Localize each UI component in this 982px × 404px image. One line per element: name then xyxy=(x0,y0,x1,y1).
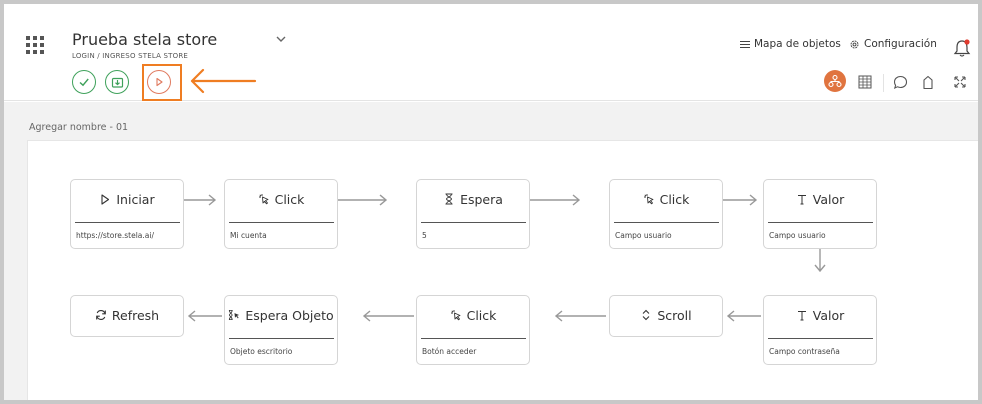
tag-button[interactable] xyxy=(918,72,938,92)
node-subtitle: Campo usuario xyxy=(615,231,672,240)
gear-icon xyxy=(850,40,859,48)
node-title: Iniciar xyxy=(116,191,155,207)
table-grid-icon xyxy=(858,75,872,89)
chevron-down-icon[interactable] xyxy=(274,32,288,46)
connector-arrow xyxy=(187,310,222,322)
flow-node-wait-object[interactable]: Espera Objeto Objeto escritorio xyxy=(224,295,338,365)
pointer-click-icon xyxy=(258,193,270,205)
up-down-chevron-icon xyxy=(640,309,652,321)
comments-button[interactable] xyxy=(890,72,910,92)
toolbar-divider xyxy=(883,74,884,92)
node-divider xyxy=(614,222,719,223)
wait-object-icon xyxy=(228,309,240,321)
node-title: Refresh xyxy=(111,307,160,323)
connector-arrow xyxy=(723,194,758,206)
node-subtitle: Objeto escritorio xyxy=(230,347,293,356)
connector-arrow xyxy=(184,194,217,206)
objects-map-link[interactable]: Mapa de objetos xyxy=(740,38,841,50)
node-title: Scroll xyxy=(657,307,692,323)
annotation-arrow-icon xyxy=(190,68,257,94)
node-title: Click xyxy=(659,191,690,207)
run-button[interactable] xyxy=(147,70,171,94)
view-toolbar xyxy=(4,70,978,96)
play-icon xyxy=(156,77,163,87)
connector-arrow xyxy=(726,310,761,322)
fullscreen-button[interactable] xyxy=(950,72,970,92)
apps-grid-icon[interactable] xyxy=(26,36,44,54)
node-divider xyxy=(229,222,334,223)
pointer-click-icon xyxy=(643,193,655,205)
connector-arrow xyxy=(530,194,581,206)
top-links: Mapa de objetos Configuración xyxy=(4,38,978,58)
node-divider xyxy=(768,338,873,339)
table-view-button[interactable] xyxy=(855,72,875,92)
hourglass-icon xyxy=(443,193,455,205)
connector-arrow xyxy=(362,310,414,322)
validate-button[interactable] xyxy=(72,70,96,94)
flow-node-click[interactable]: Click Botón acceder xyxy=(416,295,530,365)
breadcrumb: LOGIN / INGRESO STELA STORE xyxy=(72,52,189,60)
node-divider xyxy=(768,222,873,223)
node-title: Valor xyxy=(812,307,845,323)
section-label: Agregar nombre - 01 xyxy=(29,122,129,133)
check-icon xyxy=(79,78,89,87)
flow-node-click[interactable]: Click Campo usuario xyxy=(609,179,723,249)
node-title: Valor xyxy=(812,191,845,207)
configuration-link[interactable]: Configuración xyxy=(849,38,937,50)
node-title: Click xyxy=(466,307,497,323)
expand-arrows-icon xyxy=(954,76,966,88)
flow-node-refresh[interactable]: Refresh xyxy=(70,295,184,337)
configuration-label: Configuración xyxy=(864,38,937,50)
flow-node-start[interactable]: Iniciar https://store.stela.ai/ xyxy=(70,179,184,249)
node-divider xyxy=(421,338,526,339)
node-subtitle: 5 xyxy=(422,231,427,240)
flow-connectors xyxy=(184,194,826,322)
flow-canvas-area: Agregar nombre - 01 xyxy=(4,102,978,400)
node-subtitle: Campo usuario xyxy=(769,231,826,240)
flow-node-value[interactable]: Valor Campo contraseña xyxy=(763,295,877,365)
flow-node-scroll[interactable]: Scroll xyxy=(609,295,723,337)
node-divider xyxy=(229,338,334,339)
save-download-icon xyxy=(111,77,123,88)
run-button-highlight-box xyxy=(142,64,182,101)
flow-node-value[interactable]: Valor Campo usuario xyxy=(763,179,877,249)
menu-lines-icon xyxy=(740,40,750,48)
app-window: Prueba stela store LOGIN / INGRESO STELA… xyxy=(4,4,978,400)
node-title: Espera xyxy=(460,191,503,207)
page-title: Prueba stela store xyxy=(72,30,218,49)
connector-arrow xyxy=(554,310,606,322)
header: Prueba stela store LOGIN / INGRESO STELA… xyxy=(4,4,978,101)
refresh-icon xyxy=(95,309,107,321)
node-subtitle: Botón acceder xyxy=(422,347,477,356)
speech-bubble-icon xyxy=(893,75,907,89)
connector-arrow xyxy=(338,194,388,206)
node-title: Click xyxy=(274,191,305,207)
node-subtitle: https://store.stela.ai/ xyxy=(76,231,154,240)
pointer-click-icon xyxy=(450,309,462,321)
text-t-icon xyxy=(796,193,808,205)
node-title: Espera Objeto xyxy=(245,307,334,323)
hierarchy-icon xyxy=(828,74,842,88)
node-subtitle: Mi cuenta xyxy=(230,231,267,240)
flow-node-click[interactable]: Click Mi cuenta xyxy=(224,179,338,249)
node-divider xyxy=(75,222,180,223)
notification-bell-icon[interactable] xyxy=(953,38,971,58)
flow-view-button[interactable] xyxy=(824,70,846,92)
flow-panel: Iniciar https://store.stela.ai/ Click Mi… xyxy=(27,140,978,400)
save-button[interactable] xyxy=(105,70,129,94)
play-icon xyxy=(99,193,111,205)
node-subtitle: Campo contraseña xyxy=(769,347,840,356)
flow-node-wait[interactable]: Espera 5 xyxy=(416,179,530,249)
text-t-icon xyxy=(796,309,808,321)
objects-map-label: Mapa de objetos xyxy=(754,38,841,50)
tag-icon xyxy=(923,75,933,89)
node-divider xyxy=(421,222,526,223)
